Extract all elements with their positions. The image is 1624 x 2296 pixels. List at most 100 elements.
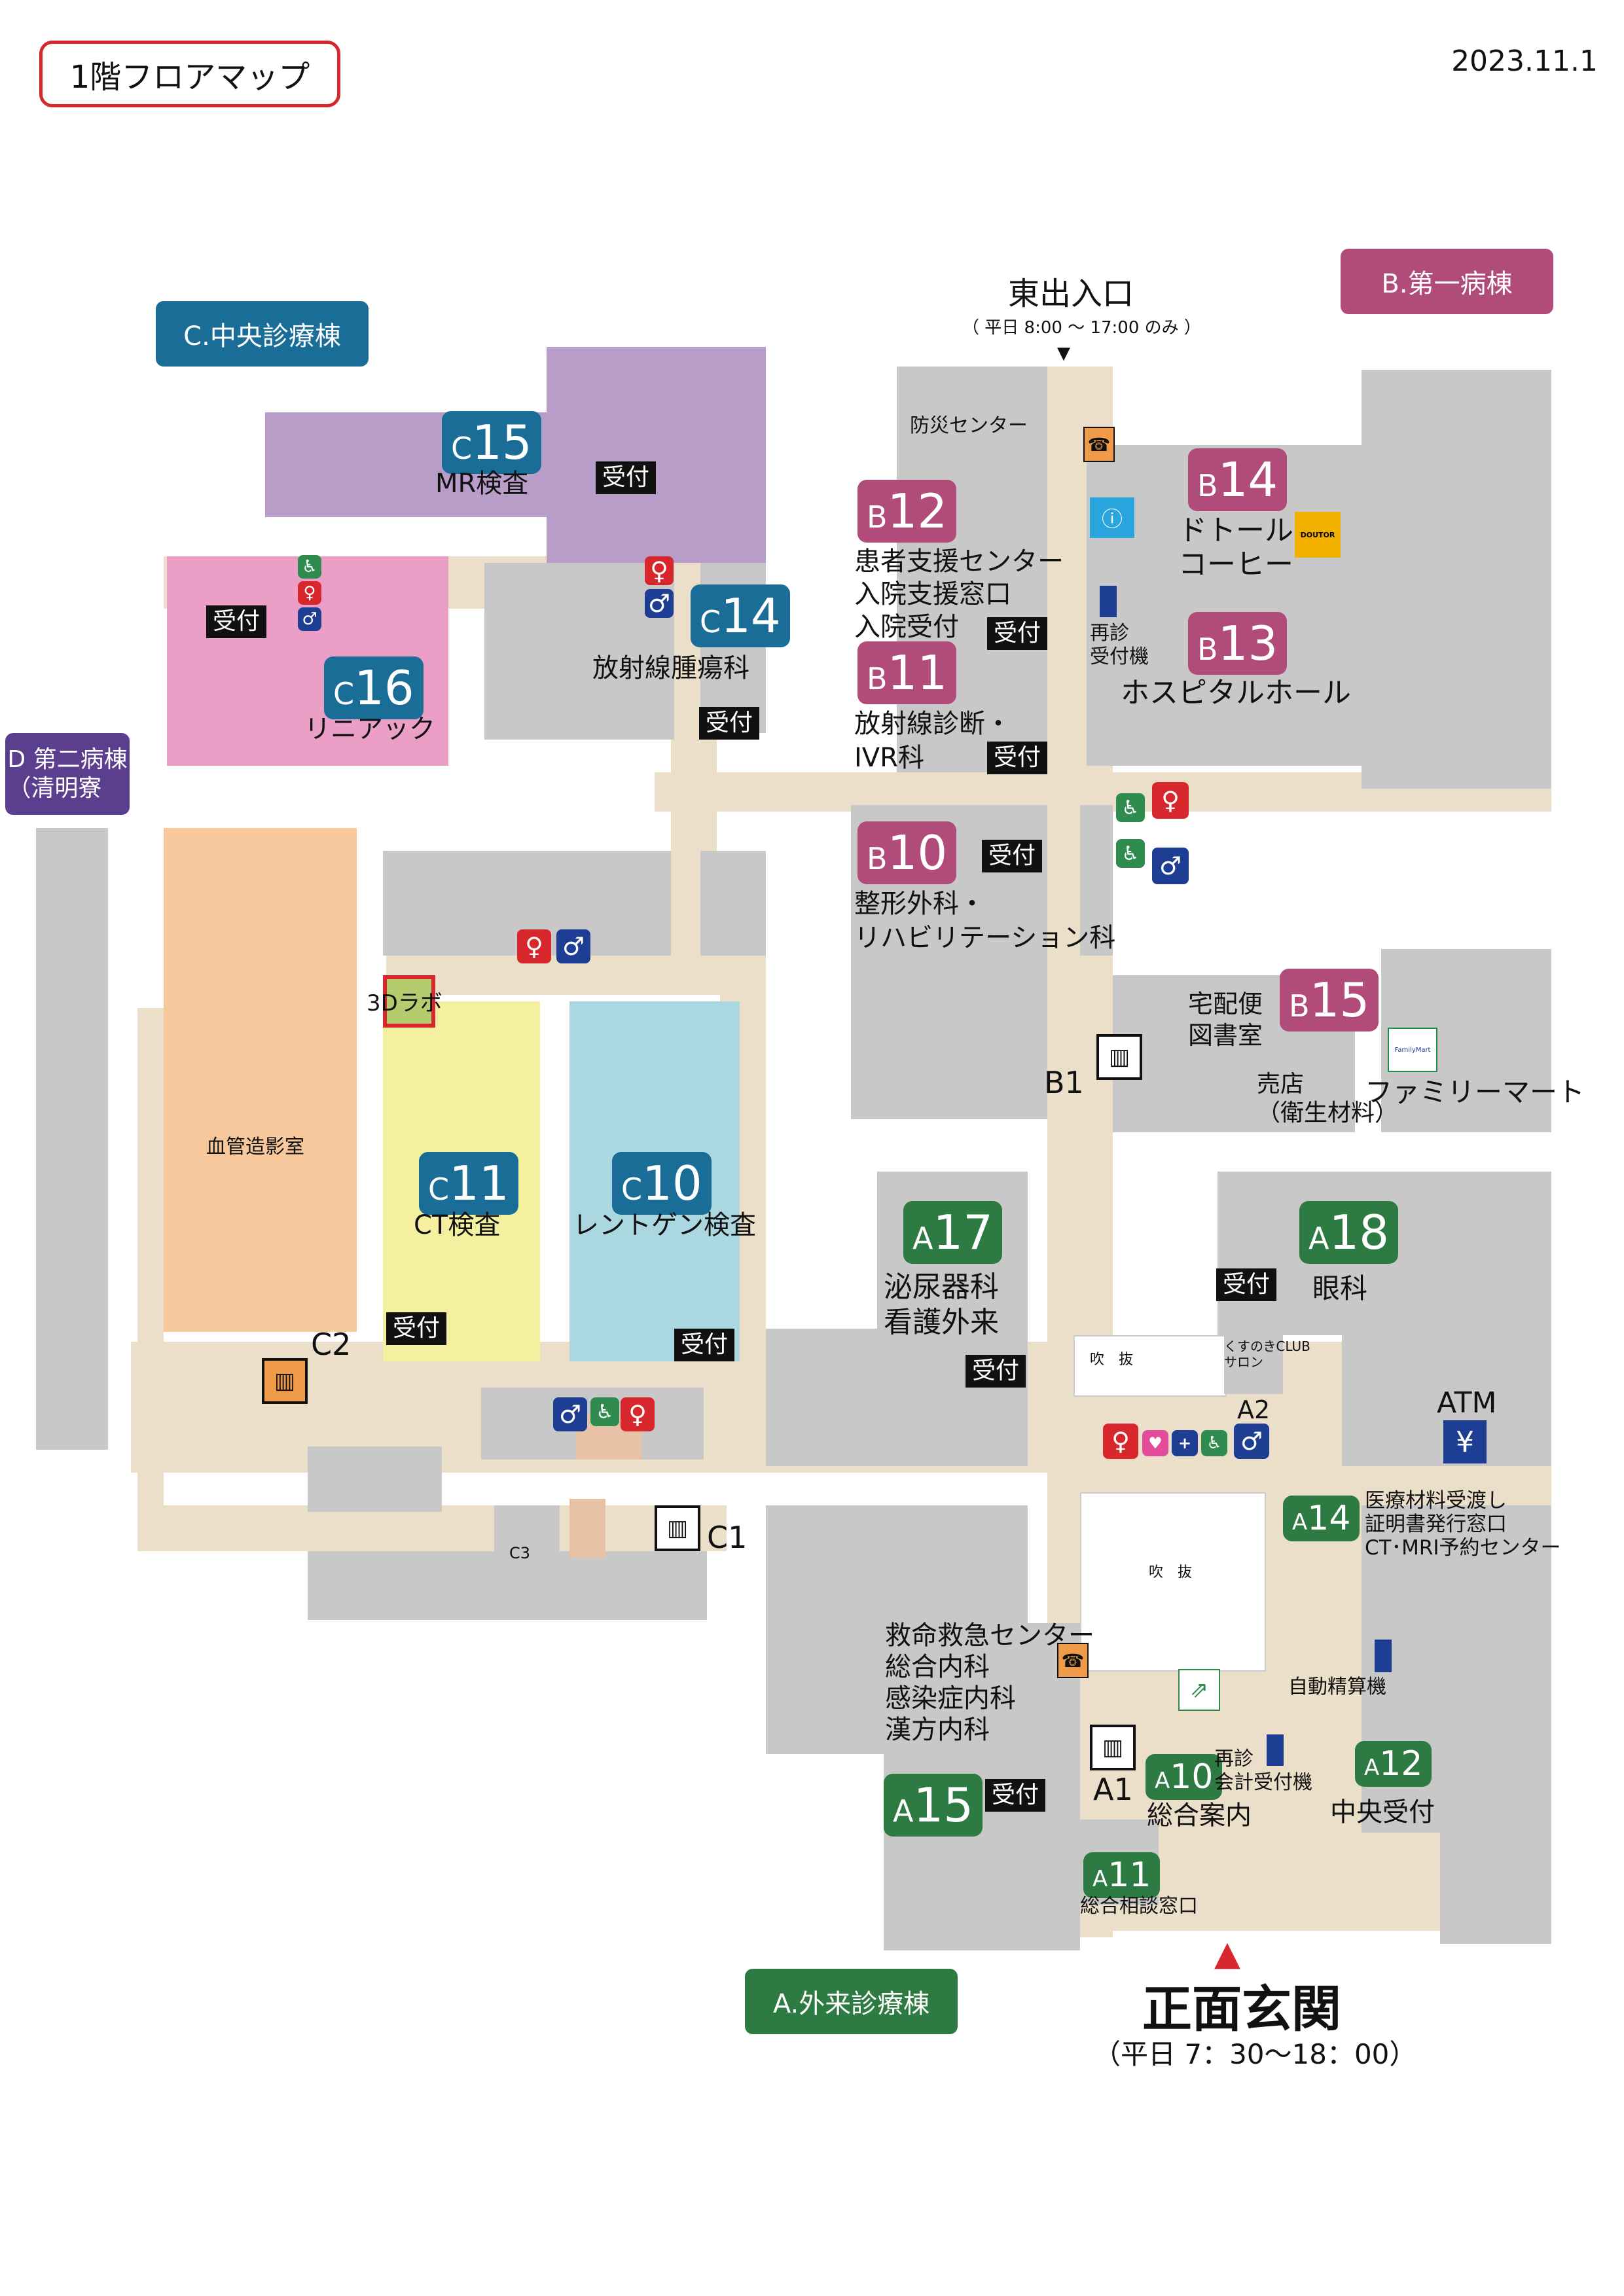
reentry-machine-a-icon xyxy=(1267,1734,1284,1766)
room-name-c15: MR検査 xyxy=(435,469,529,499)
d-building-strip xyxy=(36,828,108,1450)
atrium-upper-label: 吹 抜 xyxy=(1090,1352,1134,1368)
doutor-logo: DOUTOR xyxy=(1295,512,1341,558)
reception-tag-b10: 受付 xyxy=(982,840,1043,872)
room-name-a18: 眼科 xyxy=(1312,1272,1368,1304)
radiation-oncology-room xyxy=(484,563,674,740)
restroom-female-icon: ♀ xyxy=(517,929,551,963)
room-name-a14: 医療材料受渡し 証明書発行窓口 CT･MRI予約センター xyxy=(1365,1489,1561,1560)
reception-tag-b12: 受付 xyxy=(987,617,1048,650)
restroom-female-icon: ♀ xyxy=(645,556,674,585)
page-title: 1階フロアマップ xyxy=(39,41,340,107)
restroom-male-icon: ♂ xyxy=(1152,848,1189,884)
accessible-restroom-icon: ♿ xyxy=(590,1397,619,1426)
escalator-icon: ⇗ xyxy=(1178,1669,1220,1711)
room-name-b14: ドトール コーヒー xyxy=(1178,514,1293,581)
room-b12-b11 xyxy=(897,367,1047,772)
atm-icon[interactable]: ¥ xyxy=(1443,1420,1487,1463)
corridor-southwest xyxy=(137,1505,727,1551)
restroom-female-icon: ♀ xyxy=(621,1397,655,1431)
room-name-b15: ファミリーマート xyxy=(1365,1076,1585,1108)
room-name-c10: レントゲン検査 xyxy=(573,1210,756,1240)
elevator-b1-icon[interactable]: ▥ xyxy=(1096,1034,1142,1080)
elevator-a1-label: A1 xyxy=(1093,1772,1133,1807)
restroom-male-icon: ♂ xyxy=(1234,1424,1269,1459)
room-name-b12: 患者支援センター 入院支援窓口 入院受付 xyxy=(854,547,1064,642)
room-southwest-2 xyxy=(308,1551,707,1620)
elevator-c2-label: C2 xyxy=(311,1327,352,1362)
atrium-main xyxy=(1080,1492,1266,1672)
room-name-c11: CT検査 xyxy=(414,1210,501,1240)
elevator-c3-label: C3 xyxy=(509,1544,531,1562)
room-southwest-1 xyxy=(308,1446,442,1512)
room-c3 xyxy=(494,1505,560,1558)
restroom-male-icon: ♂ xyxy=(553,1397,587,1431)
angiography-label: 血管造影室 xyxy=(206,1136,304,1158)
room-b-elev-shaft xyxy=(1080,805,1113,956)
elevator-a1-icon[interactable]: ▥ xyxy=(1090,1725,1136,1770)
accessible-restroom-icon: ♿ xyxy=(298,555,321,579)
elevator-b1-label: B1 xyxy=(1044,1065,1084,1100)
accessible-restroom-icon: ♿ xyxy=(1201,1430,1227,1456)
reception-tag-c15: 受付 xyxy=(596,461,657,494)
room-b-east xyxy=(1362,370,1551,789)
phone-icon: ☎ xyxy=(1057,1643,1089,1678)
shop-label: 売店 （衛生材料） xyxy=(1257,1071,1399,1126)
room-name-a12: 中央受付 xyxy=(1330,1797,1435,1827)
restroom-male-icon: ♂ xyxy=(556,929,590,963)
reception-tag-a18: 受付 xyxy=(1216,1268,1277,1301)
phone-icon: ☎ xyxy=(1083,427,1115,462)
room-name-b13: ホスピタルホール xyxy=(1121,676,1351,709)
reentry-machine-b-icon xyxy=(1100,586,1117,617)
reception-tag-a17: 受付 xyxy=(965,1355,1026,1388)
salon-room xyxy=(1224,1335,1283,1394)
restroom-female-icon: ♀ xyxy=(298,581,321,605)
room-a12-east xyxy=(1440,1689,1551,1944)
east-entrance-label: 東出入口 xyxy=(1008,276,1134,312)
atm-label: ATM xyxy=(1437,1386,1497,1420)
room-name-b11: 放射線診断・ IVR科 xyxy=(854,709,1011,773)
wing-label-c: C.中央診療棟 xyxy=(156,301,369,367)
elevator-a2-label: A2 xyxy=(1237,1395,1271,1424)
familymart-logo: FamilyMart xyxy=(1388,1028,1437,1072)
restroom-female-icon: ♀ xyxy=(1152,782,1189,819)
3d-lab-room[interactable] xyxy=(383,975,435,1028)
wing-label-d: D 第二病棟 （清明寮 xyxy=(5,733,130,815)
main-entrance-hours: （平日 7：30〜18：00） xyxy=(1093,2038,1417,2070)
room-name-a11: 総合相談窓口 xyxy=(1080,1895,1198,1918)
atrium-main-label: 吹 抜 xyxy=(1149,1564,1193,1581)
salon-label: くすのきCLUB サロン xyxy=(1224,1338,1310,1370)
elevator-c2-icon[interactable]: ▥ xyxy=(262,1358,308,1404)
angiography-room xyxy=(164,828,357,1332)
ostomate-icon: + xyxy=(1172,1430,1198,1456)
room-name-b10: 整形外科・ リハビリテーション科 xyxy=(854,889,1116,953)
elevator-c1-icon[interactable]: ▥ xyxy=(655,1505,700,1551)
room-north-ct-east xyxy=(700,851,766,956)
east-entrance-arrow-icon: ▼ xyxy=(1057,344,1070,363)
baby-care-icon: ♥ xyxy=(1142,1430,1168,1456)
map-date: 2023.11.1 xyxy=(1451,45,1598,78)
room-c-stair xyxy=(569,1499,605,1558)
takuhai-library-label: 宅配便 図書室 xyxy=(1188,990,1263,1050)
reception-tag-c16: 受付 xyxy=(206,605,267,638)
accessible-restroom-icon: ♿ xyxy=(1116,839,1145,868)
